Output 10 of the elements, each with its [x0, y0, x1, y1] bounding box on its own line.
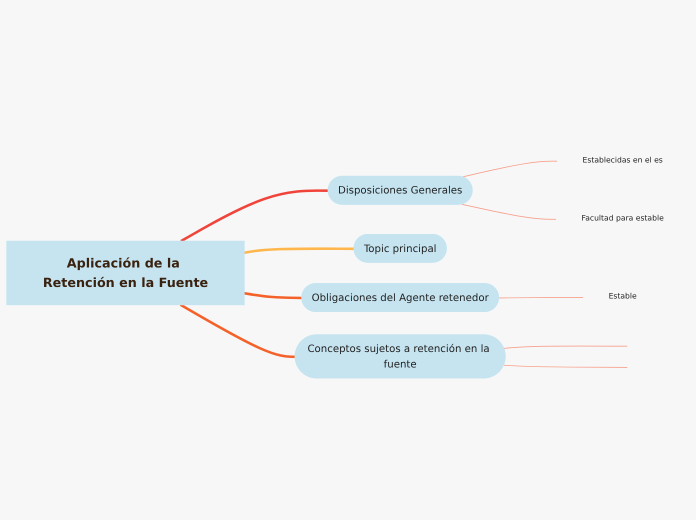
connector — [504, 364, 628, 368]
connector — [504, 345, 628, 348]
node-box: Aplicación de la Retención en la Fuente — [6, 240, 245, 305]
connector — [461, 160, 558, 178]
connector — [498, 296, 584, 298]
connector — [180, 188, 329, 242]
connector — [461, 203, 557, 220]
connector — [244, 292, 302, 299]
connector — [244, 246, 354, 254]
connector — [180, 303, 296, 358]
